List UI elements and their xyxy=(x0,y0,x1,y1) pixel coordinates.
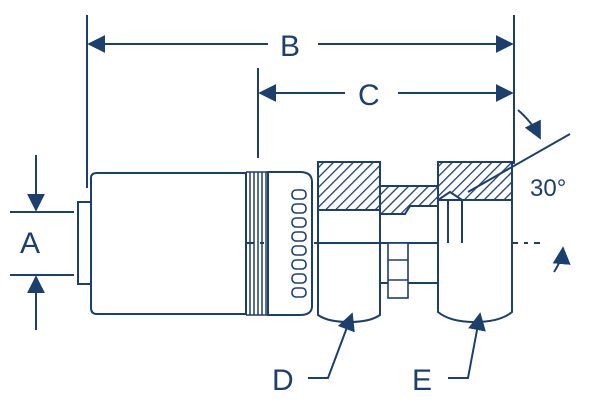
label-a: A xyxy=(20,227,40,260)
leader-d xyxy=(308,312,355,379)
hex-nut-2-lower xyxy=(437,199,513,324)
angle-arrow-lower xyxy=(552,246,571,273)
angle-reference-line xyxy=(467,133,571,193)
label-e: E xyxy=(412,364,432,397)
label-d: D xyxy=(272,364,294,397)
crimp-ridges xyxy=(291,189,307,298)
label-b: B xyxy=(280,30,300,63)
knurl-band xyxy=(245,171,268,316)
angle-arrow-upper xyxy=(517,109,541,140)
leader-e xyxy=(448,312,486,379)
label-c: C xyxy=(358,79,380,112)
small-hex xyxy=(387,242,409,299)
neck-hatched xyxy=(379,185,439,215)
label-angle: 30° xyxy=(530,175,566,202)
hex-nut-1-hatched xyxy=(317,161,381,211)
ferrule-body xyxy=(77,201,92,285)
hex-nut-1-lower xyxy=(317,242,381,324)
socket-body xyxy=(90,172,247,315)
hex-nut-2-hatched xyxy=(437,161,513,202)
